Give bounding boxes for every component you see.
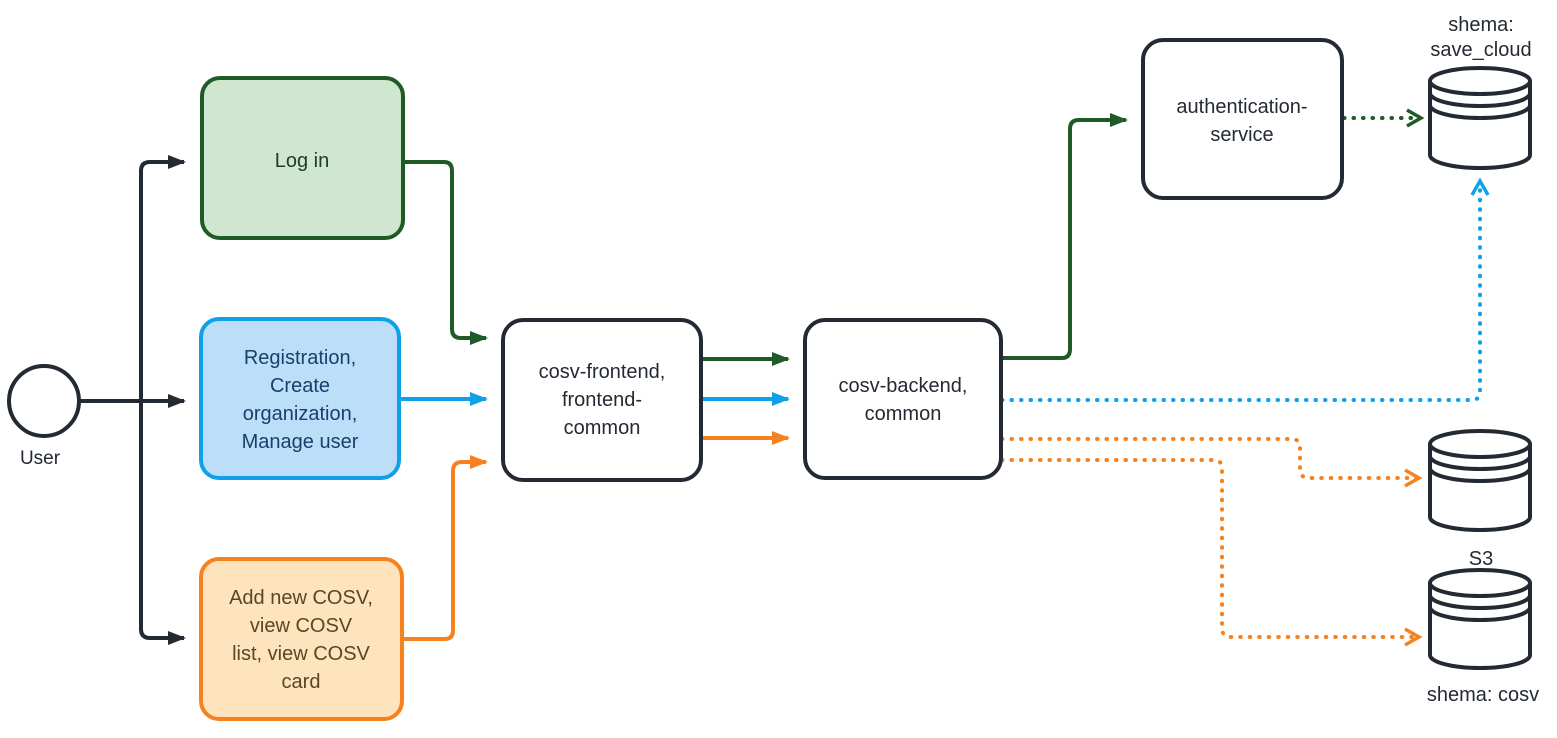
edge-backend-cosv-db: [1000, 458, 1423, 647]
edge-backend-auth: [1001, 113, 1128, 360]
user-label: User: [20, 448, 61, 469]
frontend-box-shape: [501, 318, 703, 482]
registration-box-label-line3: organization,: [243, 403, 358, 425]
db-s3-label: S3: [1469, 548, 1493, 570]
registration-box: Registration, Create organization, Manag…: [199, 317, 401, 480]
db-save-cloud-arc3: [1428, 104, 1532, 120]
auth-service-label-line1: authentication-: [1176, 96, 1307, 118]
cosv-actions-box-shape: [199, 557, 404, 721]
backend-label-line1: cosv-backend,: [839, 375, 968, 397]
backend-label-line2: common: [865, 403, 942, 425]
db-cosv-arc3: [1428, 606, 1532, 622]
db-save-cloud-label-line1: shema:: [1448, 14, 1514, 36]
registration-box-label-line4: Manage user: [242, 431, 359, 453]
backend-box-shape: [803, 318, 1003, 480]
registration-box-label-line2: Create: [270, 375, 330, 397]
db-cosv-arc2: [1428, 594, 1532, 610]
auth-service-box-shape: [1141, 38, 1344, 200]
registration-box-shape: [199, 317, 401, 480]
db-middle-arc3: [1428, 467, 1532, 483]
db-save-cloud-cylinder: [1428, 66, 1532, 170]
db-middle-arc1: [1428, 443, 1532, 459]
frontend-label-line1: cosv-frontend,: [539, 361, 666, 383]
auth-service-box: authentication- service: [1141, 38, 1344, 200]
db-cosv-arc1: [1428, 582, 1532, 598]
db-cosv-label: shema: cosv: [1427, 684, 1539, 706]
db-save-cloud-arc1: [1428, 80, 1532, 96]
cosv-actions-label-line2: view COSV: [250, 615, 353, 637]
login-box-label: Log in: [275, 150, 330, 172]
edge-backend-save-cloud-db: [1000, 177, 1490, 402]
backend-box: cosv-backend, common: [803, 318, 1003, 480]
cosv-actions-label-line3: list, view COSV: [232, 643, 370, 665]
login-box-shape: [200, 76, 405, 240]
edge-user-cosv-actions: [139, 401, 186, 645]
cosv-actions-label-line4: card: [282, 671, 321, 693]
cosv-actions-box: Add new COSV, view COSV list, view COSV …: [199, 557, 404, 721]
edge-login-frontend: [403, 160, 488, 345]
cosv-actions-label-line1: Add new COSV,: [229, 587, 373, 609]
login-box: Log in: [200, 76, 405, 240]
frontend-label-line2: frontend-: [562, 389, 642, 411]
edge-cosv-actions-frontend: [403, 455, 488, 641]
user-actor-icon: [7, 364, 81, 438]
auth-service-label-line2: service: [1210, 124, 1273, 146]
registration-box-label-line1: Registration,: [244, 347, 356, 369]
db-middle-cylinder: [1428, 429, 1532, 532]
edge-backend-middle-db: [1000, 437, 1423, 488]
db-cosv-cylinder: [1428, 568, 1532, 670]
frontend-label-line3: common: [564, 417, 641, 439]
frontend-box: cosv-frontend, frontend- common: [501, 318, 703, 482]
db-save-cloud-arc2: [1428, 92, 1532, 108]
db-save-cloud-label-line2: save_cloud: [1430, 39, 1531, 61]
db-middle-arc2: [1428, 455, 1532, 471]
edge-user-login: [139, 155, 186, 401]
